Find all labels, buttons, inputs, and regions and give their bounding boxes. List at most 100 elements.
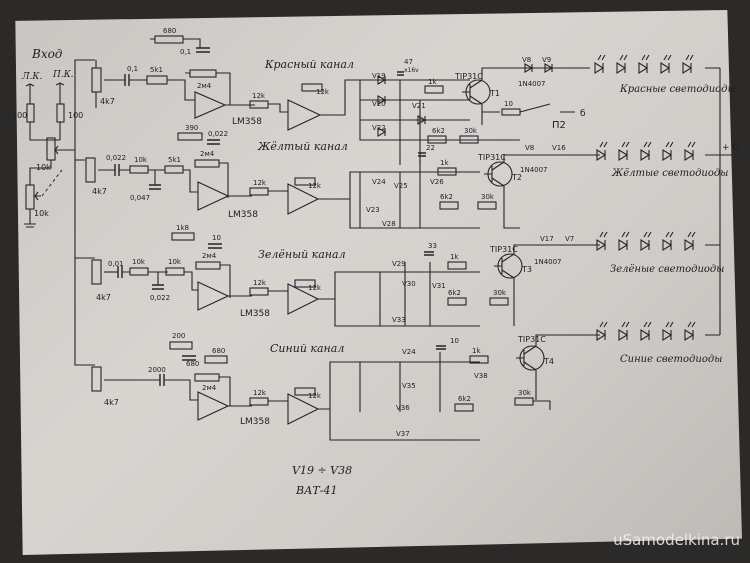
- svg-text:2м4: 2м4: [202, 384, 217, 392]
- svg-text:x16v: x16v: [404, 67, 419, 74]
- paper-sheet: [15, 10, 742, 555]
- svg-text:T4: T4: [543, 357, 554, 366]
- red-channel-title: Красный канал: [264, 58, 354, 71]
- svg-text:6k2: 6k2: [448, 289, 461, 297]
- red-opamp-2: [287, 99, 322, 131]
- red-res-12k-b: [301, 83, 323, 92]
- svg-text:LM358: LM358: [228, 210, 258, 220]
- svg-text:V8: V8: [525, 144, 534, 152]
- diode-v19: [377, 75, 387, 85]
- svg-text:V25: V25: [394, 182, 408, 190]
- svg-text:12k: 12k: [316, 88, 330, 96]
- pot-10k-lower: [25, 184, 35, 210]
- svg-text:0,022: 0,022: [106, 154, 126, 162]
- svg-text:4k7: 4k7: [96, 293, 111, 302]
- svg-text:12k: 12k: [308, 182, 322, 190]
- svg-text:390: 390: [185, 124, 198, 132]
- led-icon: [594, 54, 606, 74]
- led-icon: [618, 231, 630, 251]
- svg-text:V17: V17: [540, 235, 554, 243]
- svg-text:1N4007: 1N4007: [520, 166, 548, 174]
- resistor-100-left-label: 100: [12, 111, 27, 120]
- led-icon: [682, 54, 694, 74]
- left-channel-label: Л.К.: [21, 72, 42, 82]
- svg-text:V30: V30: [402, 280, 416, 288]
- svg-text:0,1: 0,1: [127, 65, 138, 73]
- svg-text:0,022: 0,022: [150, 294, 170, 302]
- svg-text:5k1: 5k1: [168, 156, 181, 164]
- led-icon: [660, 54, 672, 74]
- led-icon: [618, 321, 630, 341]
- green-channel-title: Зелёный канал: [258, 248, 346, 261]
- svg-text:5k1: 5k1: [150, 66, 163, 74]
- svg-text:T3: T3: [521, 265, 532, 274]
- left-input-jack: [25, 83, 35, 100]
- svg-text:12k: 12k: [253, 279, 267, 287]
- svg-text:П2: П2: [552, 120, 566, 131]
- input-label: Вход: [31, 47, 63, 61]
- svg-text:10: 10: [504, 100, 513, 108]
- led-icon: [640, 321, 652, 341]
- led-icon: [596, 321, 608, 341]
- svg-text:33: 33: [428, 242, 437, 250]
- supply-label: + C: [722, 143, 739, 153]
- green-pot-4k7: [91, 259, 102, 285]
- svg-text:10k: 10k: [134, 156, 148, 164]
- svg-text:12k: 12k: [308, 392, 322, 400]
- svg-text:2м4: 2м4: [197, 82, 212, 90]
- pot-10k-lower-label: 10k: [34, 209, 49, 218]
- svg-text:200: 200: [172, 332, 185, 340]
- svg-text:V24: V24: [372, 178, 386, 186]
- red-cap-0.1: [124, 74, 130, 86]
- svg-text:V31: V31: [432, 282, 446, 290]
- red-opamp-1: [194, 91, 227, 119]
- green-leds-label: Зелёные светодиоды: [610, 264, 724, 275]
- svg-text:6k2: 6k2: [440, 193, 453, 201]
- svg-text:4k7: 4k7: [104, 398, 119, 407]
- svg-text:V37: V37: [396, 430, 410, 438]
- led-icon: [596, 231, 608, 251]
- svg-text:12k: 12k: [252, 92, 266, 100]
- svg-text:30k: 30k: [518, 389, 532, 397]
- svg-text:LM358: LM358: [240, 417, 270, 427]
- svg-text:V33: V33: [392, 316, 406, 324]
- red-res-2m4: [189, 69, 217, 78]
- svg-text:LM358: LM358: [240, 309, 270, 319]
- svg-text:10: 10: [212, 234, 221, 242]
- svg-text:V23: V23: [366, 206, 380, 214]
- led-icon: [596, 141, 608, 161]
- watermark: uSamodelkina.ru: [613, 531, 740, 549]
- svg-text:V21: V21: [412, 102, 426, 110]
- svg-text:1k: 1k: [472, 347, 481, 355]
- green-opamp-1: [197, 281, 230, 311]
- red-res-680: [154, 35, 184, 44]
- red-leds-label: Красные светодиоды: [619, 84, 736, 95]
- green-opamp-2: [287, 283, 320, 315]
- led-icon: [662, 321, 674, 341]
- right-input-jack: [55, 82, 65, 100]
- svg-text:V9: V9: [542, 56, 551, 64]
- svg-text:2м4: 2м4: [202, 252, 217, 260]
- svg-text:0,047: 0,047: [130, 194, 150, 202]
- resistor-100-left: [26, 103, 35, 123]
- svg-text:2м4: 2м4: [200, 150, 215, 158]
- svg-text:680: 680: [186, 360, 199, 368]
- led-icon: [684, 141, 696, 161]
- red-cap-47: [397, 71, 404, 76]
- blue-channel-title: Синий канал: [270, 342, 344, 355]
- svg-text:1N4007: 1N4007: [518, 80, 546, 88]
- svg-text:22: 22: [426, 144, 435, 152]
- svg-text:680: 680: [212, 347, 225, 355]
- svg-text:0,1: 0,1: [180, 48, 191, 56]
- svg-text:2000: 2000: [148, 366, 166, 374]
- svg-text:6k2: 6k2: [458, 395, 471, 403]
- led-icon: [684, 231, 696, 251]
- svg-text:V29: V29: [392, 260, 406, 268]
- svg-text:TIP31C: TIP31C: [517, 335, 546, 344]
- yellow-channel-title: Жёлтый канал: [257, 140, 348, 153]
- svg-text:б: б: [580, 109, 586, 119]
- red-res-5k1: [146, 75, 168, 85]
- blue-led-string: [596, 321, 696, 341]
- svg-text:V7: V7: [565, 235, 574, 243]
- svg-text:47: 47: [404, 58, 413, 66]
